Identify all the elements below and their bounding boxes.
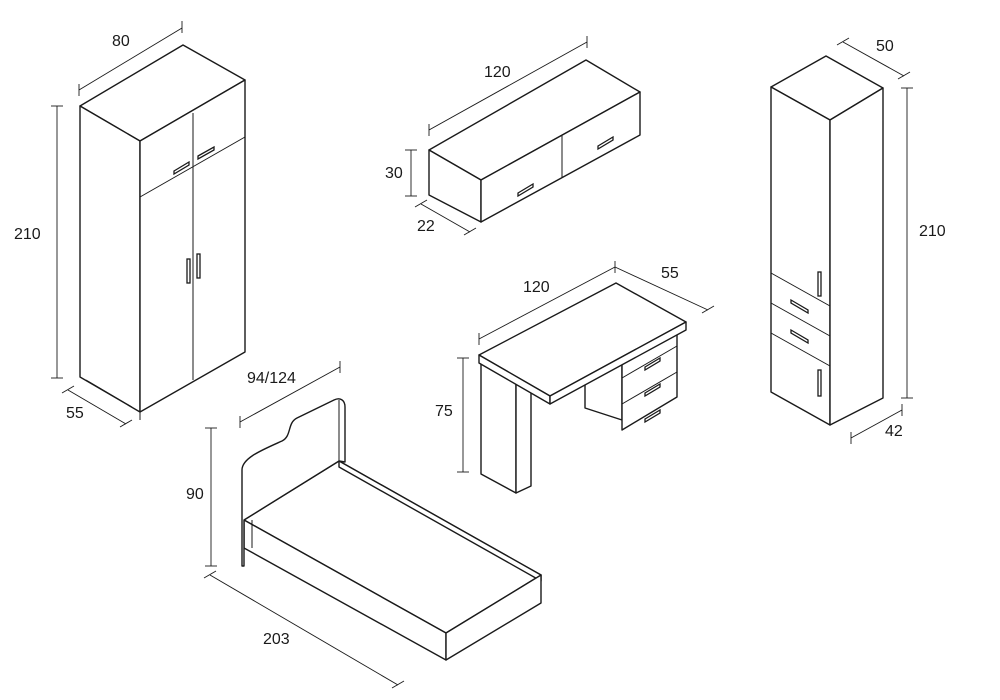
- desk-drawer-divider-2: [621, 371, 678, 405]
- tall-cabinet-drawer-1-handle: [790, 298, 809, 315]
- bed-dimensions: 94/124 90 203: [186, 361, 405, 689]
- wall-cabinet-depth-line: [420, 203, 471, 233]
- tall-cabinet-depth-label: 42: [885, 423, 903, 440]
- wall-cabinet-width-label: 120: [484, 64, 511, 81]
- wardrobe: [79, 44, 246, 420]
- wall-cabinet-front: [480, 91, 641, 223]
- wardrobe-height-label: 210: [14, 226, 41, 243]
- bed-length-tick-left: [203, 570, 217, 579]
- wardrobe-side: [79, 105, 141, 413]
- tall-cabinet-divider-1: [770, 272, 831, 307]
- desk-drawer-divider-1: [621, 345, 678, 379]
- desk-depth-label: 55: [661, 265, 679, 282]
- bed-width-label: 94/124: [247, 370, 296, 387]
- wardrobe-depth-line: [67, 389, 127, 425]
- wardrobe-width-line: [78, 27, 183, 91]
- tall-cabinet: [770, 55, 884, 426]
- wall-cabinet-width-line: [428, 41, 588, 131]
- wall-cabinet-right-handle: [597, 135, 614, 151]
- tall-cabinet-height-label: 210: [919, 223, 946, 240]
- desk-height-label: 75: [435, 403, 453, 420]
- bed-height-label: 90: [186, 486, 204, 503]
- desk-width-line: [478, 266, 616, 340]
- wardrobe-width-label: 80: [112, 33, 130, 50]
- wall-cabinet: [428, 59, 641, 223]
- desk-drawer-2-handle: [644, 382, 661, 398]
- wall-cabinet-left-handle: [517, 182, 534, 198]
- desk-width-label: 120: [523, 279, 550, 296]
- wardrobe-dimensions: 80 210 55: [14, 21, 183, 428]
- tall-cabinet-lower-door-handle: [817, 369, 822, 397]
- wardrobe-depth-tick-right: [119, 419, 133, 428]
- wall-cabinet-depth-tick-left: [414, 199, 428, 208]
- desk-depth-tick-right: [701, 305, 715, 314]
- bed-length-label: 203: [263, 631, 290, 648]
- wall-cabinet-dimensions: 120 30 22: [385, 36, 588, 236]
- desk-depth-line: [614, 266, 709, 311]
- wardrobe-plinth: [85, 379, 133, 408]
- desk-dimensions: 120 55 75: [435, 261, 715, 473]
- tall-cabinet-divider-2: [770, 302, 831, 337]
- tall-cabinet-drawer-2-handle: [790, 328, 809, 345]
- bed-headboard: [241, 398, 346, 567]
- desk: [478, 282, 687, 494]
- bed-length-tick-right: [391, 680, 405, 689]
- bed-footboard: [445, 574, 542, 661]
- bed-width-line: [239, 366, 341, 423]
- wardrobe-upper-right-handle: [197, 145, 215, 161]
- tall-cabinet-divider-3: [770, 332, 831, 367]
- wardrobe-right-handle: [196, 253, 201, 279]
- desk-drawer-1-handle: [644, 356, 661, 372]
- tall-cabinet-depth-line: [850, 409, 903, 439]
- wall-cabinet-height-label: 30: [385, 165, 403, 182]
- bed-length-line: [209, 574, 399, 686]
- desk-top-front-edge: [549, 321, 687, 405]
- tall-cabinet-upper-door-handle: [817, 271, 822, 297]
- tall-cabinet-front: [829, 87, 884, 426]
- wardrobe-left-handle: [186, 258, 191, 284]
- tall-cabinet-width-label: 50: [876, 38, 894, 55]
- wardrobe-depth-label: 55: [66, 405, 84, 422]
- tall-cabinet-width-line: [842, 41, 905, 77]
- tall-cabinet-width-tick-left: [836, 37, 850, 46]
- tall-cabinet-dimensions: 50 210 42: [836, 37, 946, 444]
- wardrobe-depth-tick-left: [61, 385, 75, 394]
- wardrobe-upper-left-handle: [173, 160, 190, 176]
- desk-drawer-3-handle: [644, 408, 661, 424]
- wall-cabinet-depth-label: 22: [417, 218, 435, 235]
- bed: [241, 398, 542, 661]
- tall-cabinet-width-tick-right: [897, 71, 911, 80]
- wall-cabinet-depth-tick-right: [463, 227, 477, 236]
